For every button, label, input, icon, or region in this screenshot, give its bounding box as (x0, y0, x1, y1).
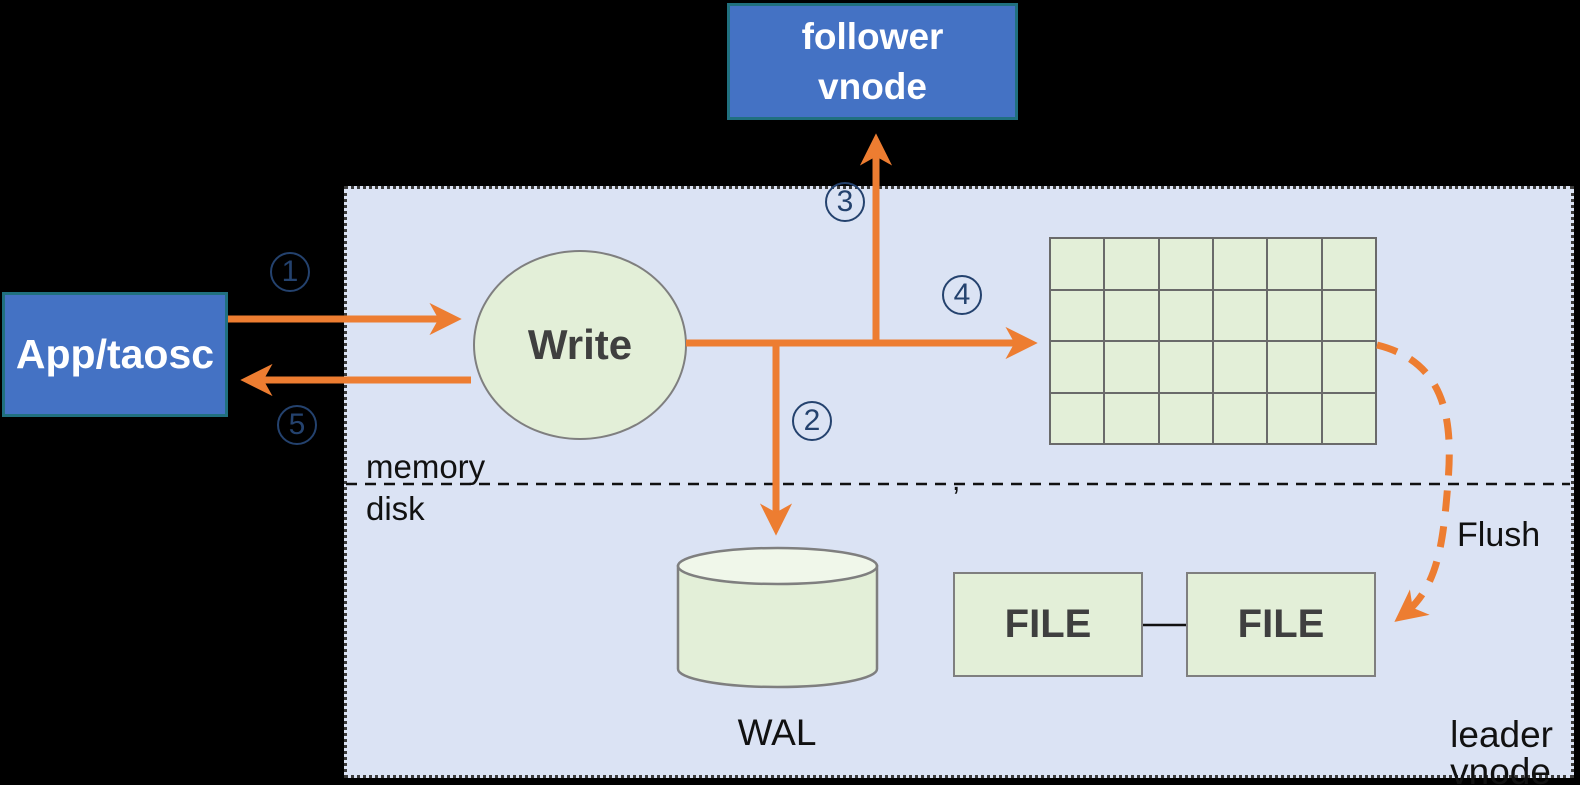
step-badge-5: 5 (277, 405, 317, 445)
step-badge-1: 1 (270, 252, 310, 292)
file-right-label: FILE (1237, 602, 1325, 646)
memtable-cell (1322, 393, 1375, 443)
memtable-cell (1322, 239, 1375, 289)
disk-label: disk (366, 490, 425, 527)
leader-vnode-label: leader vnode (1450, 714, 1553, 785)
memory-label: memory (366, 448, 486, 485)
step-badge-4: 4 (942, 275, 982, 315)
stray-comma-mark: , (952, 464, 961, 497)
memtable-cell (1051, 239, 1104, 289)
write-label: Write (527, 321, 633, 368)
memtable-cell (1105, 290, 1158, 340)
file-left-label: FILE (1004, 602, 1092, 646)
memtable-cell (1105, 239, 1158, 289)
memtable-cell (1159, 393, 1212, 443)
memtable-cell (1268, 342, 1321, 392)
memtable-cell (1213, 393, 1267, 443)
memtable-cell (1105, 393, 1158, 443)
memtable-cell (1213, 342, 1267, 392)
memtable-cell (1213, 239, 1267, 289)
memtable-cell (1159, 342, 1212, 392)
memtable-cell (1051, 393, 1104, 443)
wal-label: WAL (737, 712, 817, 753)
memtable-grid (1049, 237, 1377, 445)
memtable-cell (1213, 290, 1267, 340)
app-taosc-box: App/taosc (2, 292, 228, 417)
follower-vnode-label: follower vnode (801, 15, 944, 107)
memtable-cell (1268, 393, 1321, 443)
step-badge-3: 3 (825, 182, 865, 222)
memtable-cell (1268, 239, 1321, 289)
memtable-cell (1159, 290, 1212, 340)
memtable-cell (1322, 290, 1375, 340)
file-box-left: FILE (953, 572, 1143, 677)
follower-vnode-box: follower vnode (727, 3, 1018, 120)
memtable-cell (1051, 342, 1104, 392)
memtable-cell (1322, 342, 1375, 392)
file-box-right: FILE (1186, 572, 1376, 677)
write-process-node: Write (473, 250, 687, 440)
step-badge-2: 2 (792, 401, 832, 441)
memtable-cell (1159, 239, 1212, 289)
flush-label: Flush (1457, 516, 1541, 554)
memtable-cell (1051, 290, 1104, 340)
memtable-cell (1268, 290, 1321, 340)
memtable-cell (1105, 342, 1158, 392)
app-taosc-label: App/taosc (15, 331, 215, 377)
